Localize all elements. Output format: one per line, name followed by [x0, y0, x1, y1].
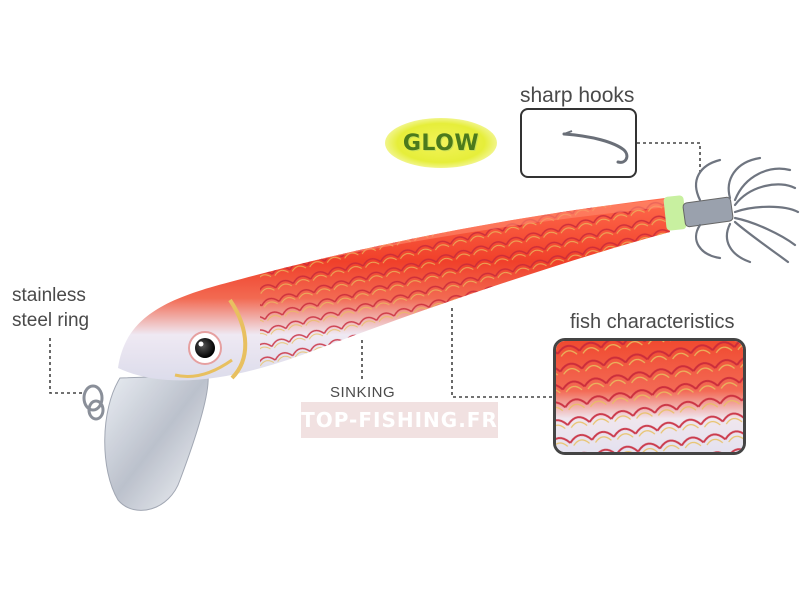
gill-plate [228, 298, 248, 380]
sharp-hooks-inset [520, 108, 637, 178]
ring-leader [49, 338, 82, 394]
fish-characteristics-inset [553, 338, 746, 455]
eye-pupil [195, 338, 215, 358]
squid-hooks [694, 156, 800, 264]
stainless-label-line2: steel ring [12, 310, 90, 331]
glow-collar [663, 195, 687, 231]
split-ring [82, 384, 105, 421]
sharp-hooks-label: sharp hooks [520, 84, 635, 107]
watermark-text: TOP-FISHING.FR [301, 408, 498, 432]
stainless-steel-ring-label: stainless steel ring [12, 283, 89, 333]
hook-closeup-icon [562, 130, 629, 164]
glow-label: GLOW [402, 130, 480, 156]
glow-badge: GLOW [385, 118, 497, 168]
leader-lines [49, 142, 701, 398]
fish-characteristics-label: fish characteristics [570, 311, 735, 333]
fish-leader [451, 308, 553, 398]
stainless-label-line1: stainless [12, 285, 86, 306]
sinking-label: SINKING [330, 384, 396, 401]
diving-lip [104, 374, 209, 511]
hooks-leader [637, 142, 701, 175]
watermark: TOP-FISHING.FR [301, 402, 498, 438]
hook-shank [682, 196, 734, 228]
scale-closeup-image [556, 341, 743, 452]
